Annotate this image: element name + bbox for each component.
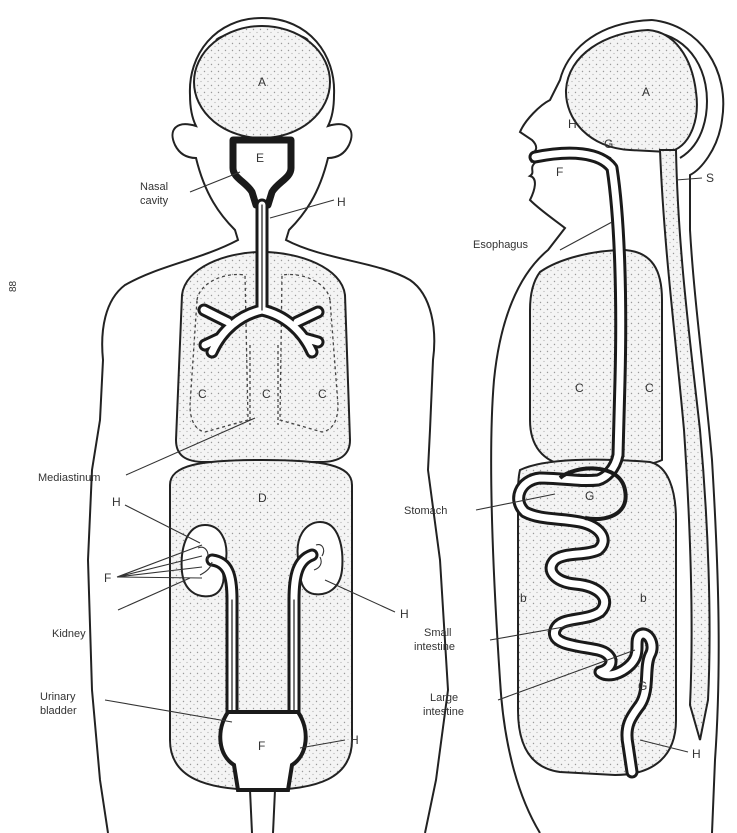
front-letter-kidney-right: H (400, 607, 409, 621)
front-letter-mediastinum: C (262, 387, 271, 401)
label-nasal-cavity-line2: cavity (140, 195, 169, 207)
side-thoracic-cavity (530, 250, 662, 468)
front-letter-brain: A (258, 75, 266, 89)
side-letter-chest-center: C (575, 381, 584, 395)
label-mediastinum: Mediastinum (38, 472, 100, 484)
front-leg-split (250, 790, 275, 833)
label-small-intestine-line1: Small (424, 627, 452, 639)
label-urinary-bladder-line1: Urinary (40, 691, 76, 703)
label-kidney: Kidney (52, 628, 86, 640)
leader-esophagus (560, 222, 612, 250)
side-letter-brain: A (642, 85, 650, 99)
label-stomach: Stomach (404, 505, 447, 517)
side-letter-mouth: F (556, 165, 563, 179)
label-small-intestine-line2: intestine (414, 641, 455, 653)
side-letter-chest-right: C (645, 381, 654, 395)
label-esophagus: Esophagus (473, 239, 529, 251)
front-nasal-cavity (233, 140, 291, 205)
side-letter-large-intestine: G (638, 679, 647, 693)
figure-number: 88 (8, 280, 19, 292)
side-letter-bottom: H (692, 747, 701, 761)
front-letter-nasal-region: E (256, 151, 264, 165)
side-view: A H G F S C C G b b G H Esophagus Stomac… (404, 20, 723, 833)
front-letter-bladder-bottom: H (350, 733, 359, 747)
front-letter-lung-right: C (318, 387, 327, 401)
front-letter-lung-left: C (198, 387, 207, 401)
side-letter-abdomen-right: b (640, 591, 647, 605)
side-brain-cavity (566, 30, 697, 152)
side-letter-mouth-top-left: H (568, 117, 577, 131)
front-letter-kidney-top: H (112, 495, 121, 509)
side-letter-stomach: G (585, 489, 594, 503)
side-letter-mouth-top-right: G (604, 137, 613, 151)
front-letter-abdomen: D (258, 491, 267, 505)
leader-nasal (190, 172, 240, 192)
front-letter-bladder: F (258, 739, 265, 753)
front-letter-trachea: H (337, 195, 346, 209)
side-letter-spinal: S (706, 171, 714, 185)
label-urinary-bladder-line2: bladder (40, 705, 77, 717)
label-nasal-cavity-line1: Nasal (140, 181, 168, 193)
side-letter-abdomen-left: b (520, 591, 527, 605)
label-large-intestine-line1: Large (430, 692, 458, 704)
front-view: A E H C C C D H F H F H Nasal cavity Med… (8, 18, 448, 833)
label-large-intestine-line2: intestine (423, 706, 464, 718)
front-letter-ureter: F (104, 571, 111, 585)
